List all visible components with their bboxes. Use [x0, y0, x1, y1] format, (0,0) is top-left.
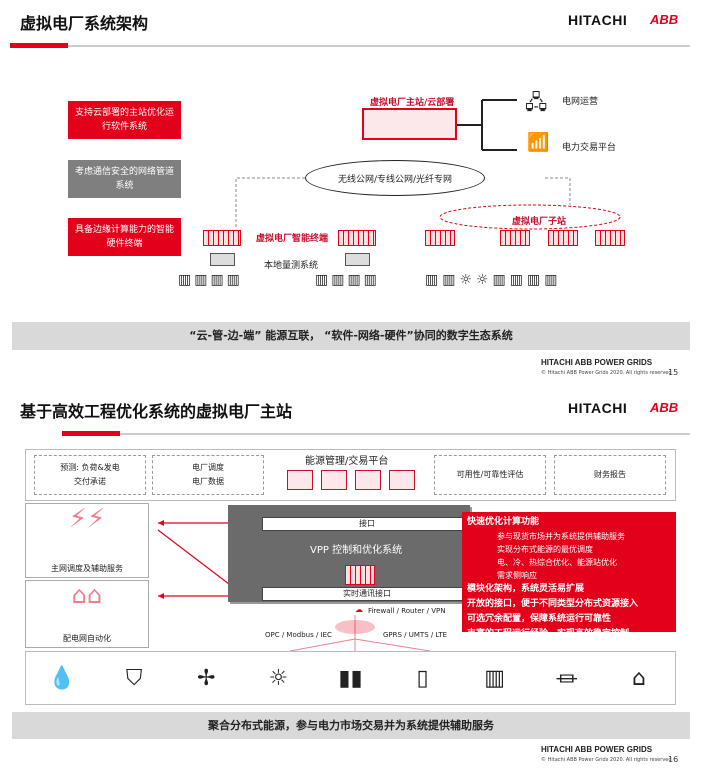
trading-platform-label: 电力交易平台	[562, 143, 617, 153]
forecast-box: 预测: 负荷&发电交付承诺	[34, 455, 146, 495]
financial-report-box: 财务报告	[554, 455, 666, 495]
factory-icon: ⌂	[631, 665, 646, 691]
smart-terminal-rack	[338, 230, 376, 246]
slide2-copyright: © Hitachi ABB Power Grids 2020. All righ…	[541, 757, 672, 763]
cloud-software-box: 支持云部署的主站优化运行软件系统	[68, 101, 181, 139]
firewall-icon: ☁	[355, 605, 363, 614]
feature-item: 需求侧响应	[497, 571, 537, 580]
feature-heading: 开放的接口，便于不同类型分布式资源接入	[467, 599, 639, 609]
feature-item: 电、冷、热综合优化、能源站优化	[497, 558, 617, 567]
meter-icons: ▥▥▥▥	[315, 272, 380, 288]
firewall-label: Firewall / Router / VPN	[368, 607, 446, 615]
feature-heading: 丰富的工程运行经验，实现高效稳定控制	[467, 629, 630, 639]
network-pipe-box: 考虑通信安全的网络管道系统	[68, 160, 181, 198]
connector-lines	[457, 99, 517, 151]
transmission-tower-icon: ⚡⚡	[68, 504, 106, 534]
dispatch-line1: 电厂调度	[192, 463, 224, 472]
slide2-footer: HITACHI ABB POWER GRIDS	[541, 745, 653, 754]
feature-item: 实现分布式能源的最优调度	[497, 545, 593, 554]
network-cloud: 无线公网/专线公网/光纤专网	[305, 160, 485, 196]
master-station-label: 虚拟电厂主站/云部署	[370, 98, 455, 108]
slide1-copyright: © Hitachi ABB Power Grids 2020. All righ…	[541, 370, 672, 376]
slide2-banner: 聚合分布式能源，参与电力市场交易并为系统提供辅助服务	[12, 712, 690, 739]
interface-bar: 接口	[262, 517, 472, 531]
building-icon: ▥	[484, 665, 506, 691]
dispatch-line2: 电厂数据	[192, 477, 224, 486]
slide1-banner: “云-管-边-端” 能源互联， “软件-网络-硬件”协同的数字生态系统	[12, 322, 690, 350]
smart-terminal-label: 虚拟电厂智能终端	[256, 234, 329, 244]
feature-heading: 模块化架构，系统灵活易扩展	[467, 584, 585, 594]
platform-panel	[25, 449, 676, 501]
abb-logo: ABB	[650, 12, 679, 27]
substation-rack	[595, 230, 625, 246]
hydro-turbine-icon: ⛉	[125, 665, 143, 691]
platform-monitors	[287, 470, 415, 490]
platform-label: 能源管理/交易平台	[305, 456, 389, 467]
hitachi-logo: HITACHI	[568, 12, 628, 28]
title-accent-bar	[10, 43, 68, 48]
substation-label: 虚拟电厂子站	[512, 217, 567, 227]
reliability-box: 可用性/可靠性评估	[434, 455, 546, 495]
substation-rack	[425, 230, 455, 246]
slide1-title: 虚拟电厂系统架构	[20, 14, 149, 33]
feature-item: 参与现货市场并为系统提供辅助服务	[497, 532, 625, 541]
feature-heading: 可选冗余配置，保障系统运行可靠性	[467, 614, 612, 624]
resource-icons-row: 💧 ⛉ ✢ ☼ ▮▮ ▯ ▥ ⏛ ⌂	[25, 651, 676, 705]
features-panel: 快速优化计算功能 参与现货市场并为系统提供辅助服务 实现分布式能源的最优调度 电…	[462, 512, 676, 639]
network-cloud-label: 无线公网/专线公网/光纤专网	[337, 174, 453, 185]
battery-storage-icon: ▮▮	[338, 665, 363, 691]
wind-turbine-icon: ✢	[197, 665, 216, 691]
forecast-line2: 交付承诺	[73, 477, 106, 486]
grid-operator-icon: 🖧	[525, 90, 548, 114]
meter-icons: ▥▥▥▥	[178, 272, 243, 288]
smart-terminal-rack	[203, 230, 241, 246]
feature-heading: 快速优化计算功能	[467, 517, 540, 527]
gateway-device	[210, 253, 235, 266]
substation-rack	[500, 230, 530, 246]
cooling-tower-icon: ⏛	[555, 668, 578, 693]
slide1-page-number: 15	[668, 368, 679, 377]
server-rack-icon	[345, 565, 375, 585]
main-grid-panel: ⚡⚡ 主网调度及辅助服务	[25, 503, 149, 578]
distribution-panel: ⌂⌂ 配电网自动化	[25, 580, 149, 648]
solar-icon: ☼	[268, 665, 289, 691]
grid-operation-label: 电网运营	[562, 97, 599, 107]
slide2-title: 基于高效工程优化系统的虚拟电厂主站	[20, 402, 293, 421]
vpp-label: VPP 控制和优化系统	[310, 545, 403, 556]
trading-chart-icon: 📶	[527, 132, 550, 153]
substation-rack	[548, 230, 578, 246]
hitachi-logo: HITACHI	[568, 400, 628, 416]
gprs-label: GPRS / UMTS / LTE	[383, 631, 448, 639]
slide2-page-number: 16	[668, 755, 679, 764]
gateway-device	[345, 253, 370, 266]
abb-logo: ABB	[650, 400, 679, 415]
dashed-links	[235, 177, 621, 230]
distribution-label: 配电网自动化	[63, 634, 111, 643]
local-measurement-label: 本地量测系统	[264, 261, 319, 271]
edge-terminal-box: 具备边缘计算能力的智能硬件终端	[68, 218, 181, 256]
comm-links	[290, 615, 430, 651]
opc-label: OPC / Modbus / IEC	[265, 631, 332, 639]
houses-icon: ⌂⌂	[71, 581, 103, 609]
title-divider	[120, 433, 690, 435]
comm-interface-bar: 实时通讯接口	[262, 587, 472, 601]
main-grid-label: 主网调度及辅助服务	[51, 564, 123, 573]
master-station-monitors	[362, 108, 457, 140]
slide1-footer: HITACHI ABB POWER GRIDS	[541, 358, 653, 367]
fuel-cell-icon: ▯	[416, 665, 429, 691]
title-divider	[68, 45, 690, 47]
resource-icons: ▥▥☼☼▥▥▥▥	[425, 272, 562, 288]
forecast-line1: 预测: 负荷&发电	[60, 463, 120, 472]
water-power-icon: 💧	[48, 665, 76, 691]
dispatch-box: 电厂调度电厂数据	[152, 455, 264, 495]
title-accent-bar	[62, 431, 120, 436]
